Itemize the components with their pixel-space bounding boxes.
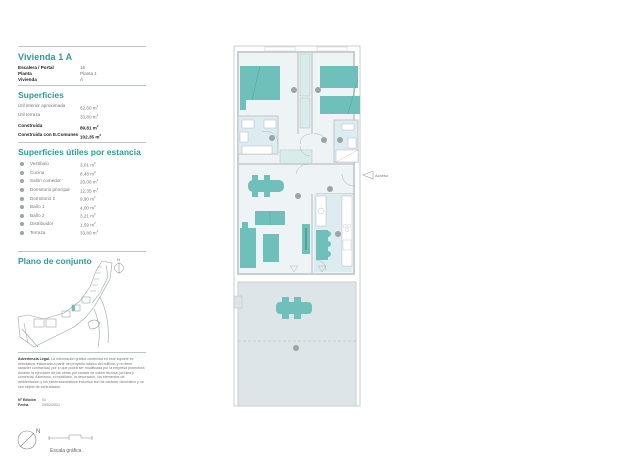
scale-label: Escala gráfica [50,448,82,454]
north-compass-icon: N [17,429,40,450]
scale-bar [48,434,93,439]
access-label: Acceso [375,173,389,178]
site-plan-title: Plano de conjunto [18,255,92,266]
divider [18,142,146,144]
divider [18,352,146,353]
dwelling-location-marker [72,305,75,311]
floor-plan [233,45,361,407]
divider [18,85,146,86]
svg-text:N: N [117,257,120,262]
access-arrow-icon [362,170,374,180]
bed-icon [240,66,280,100]
rooms-title: Superficies útiles por estancia [18,147,141,158]
legal-notice: Advertencia Legal. La información gráfic… [18,357,145,389]
divider [18,46,146,47]
dwelling-title: Vivienda 1 A [18,52,73,62]
divider [18,250,146,252]
north-arrow-icon: N [114,257,124,274]
site-plan-map [17,260,113,348]
svg-text:N: N [36,429,40,435]
surfaces-title: Superficies [18,90,64,100]
